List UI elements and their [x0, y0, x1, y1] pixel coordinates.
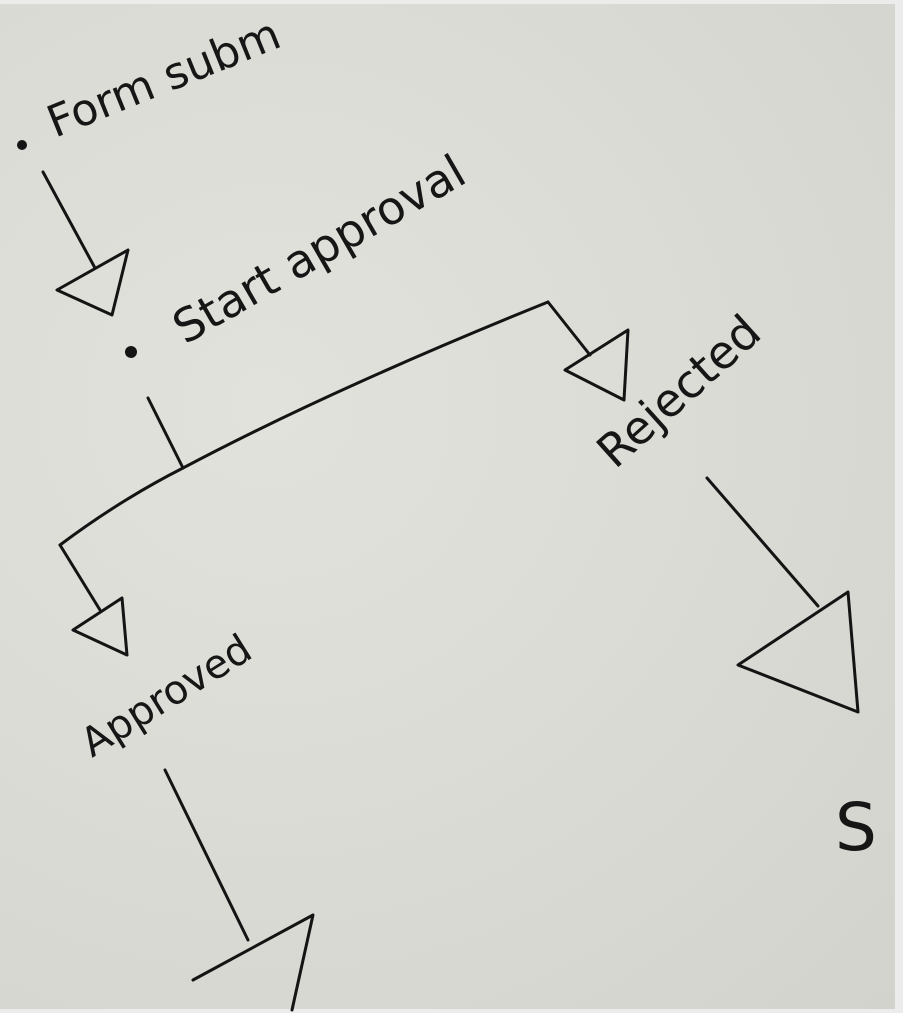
bullet-icon: [125, 346, 137, 358]
bullet-icon: [17, 140, 27, 150]
arrow-form-to-start: [41, 170, 130, 317]
form-label: Form subm: [40, 9, 288, 149]
branch-rejected: Rejected S: [546, 300, 877, 866]
branch-connector: [58, 300, 550, 547]
node-form-submitted: Form subm: [17, 9, 288, 150]
triangle-arrow-icon: [55, 248, 130, 317]
approved-label: Approved: [73, 626, 260, 767]
triangle-arrow-icon: [71, 596, 129, 657]
paper-background: [0, 4, 895, 1009]
node-start-approval: Start approval: [125, 144, 474, 358]
start-approval-label: Start approval: [164, 144, 475, 355]
triangle-arrow-icon: [736, 590, 860, 714]
rejected-label: Rejected: [586, 304, 771, 478]
partial-label: S: [835, 789, 877, 866]
triangle-arrow-icon: [191, 913, 315, 1012]
triangle-arrow-icon: [563, 328, 630, 402]
branch-approved: Approved: [58, 543, 315, 1012]
